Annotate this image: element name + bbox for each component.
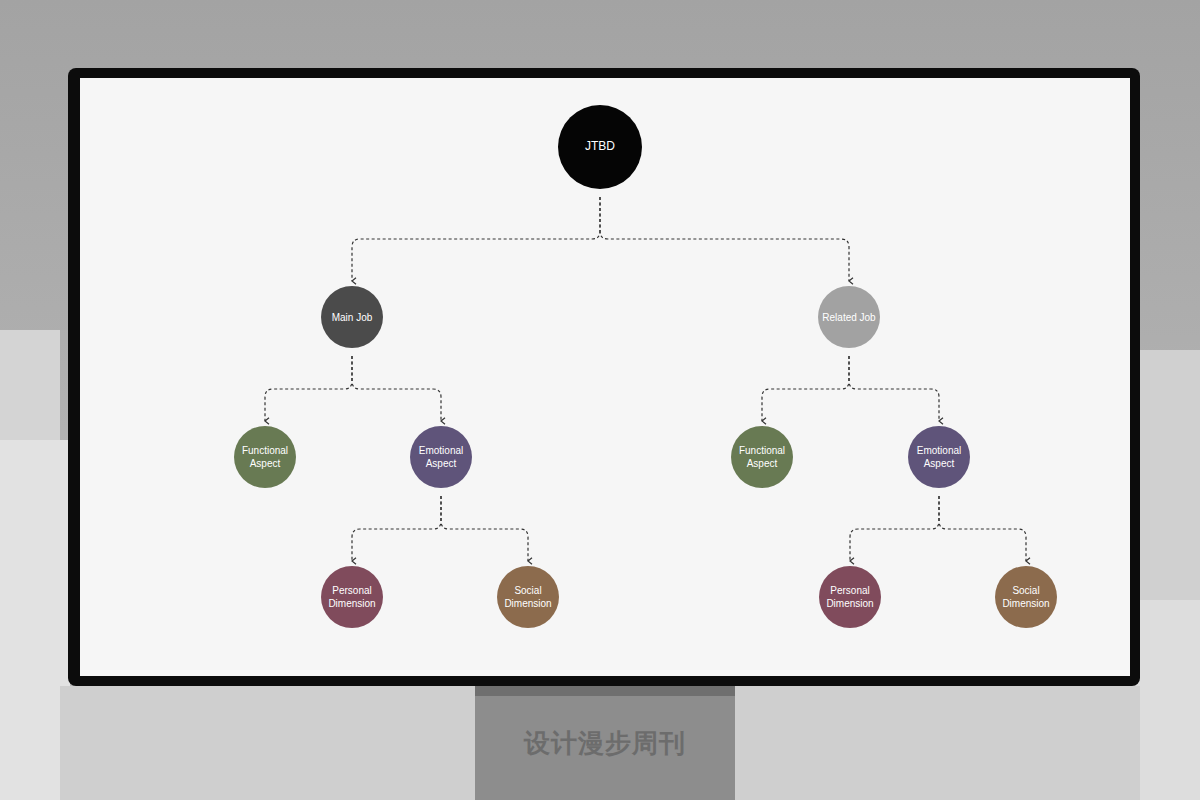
job-circle: Main Job bbox=[321, 286, 383, 348]
node-label: Social Dimension bbox=[999, 584, 1053, 610]
monitor-frame bbox=[68, 68, 1140, 686]
dashed-connector bbox=[850, 496, 939, 561]
dashed-connector bbox=[265, 356, 352, 421]
node-label: Social Dimension bbox=[501, 584, 555, 610]
node-label: Personal Dimension bbox=[823, 584, 877, 610]
node-label: Functional Aspect bbox=[735, 444, 789, 470]
job-circle: Functional Aspect bbox=[731, 426, 793, 488]
job-circle: Social Dimension bbox=[497, 566, 559, 628]
monitor-screen bbox=[80, 78, 1130, 676]
job-circle: Emotional Aspect bbox=[410, 426, 472, 488]
job-circle: Emotional Aspect bbox=[908, 426, 970, 488]
job-circle: JTBD bbox=[558, 105, 642, 189]
back-block bbox=[1130, 600, 1200, 800]
dashed-connector bbox=[352, 197, 600, 281]
dashed-connector bbox=[600, 197, 849, 281]
watermark: 设计漫步周刊 bbox=[475, 726, 735, 761]
job-circle: Personal Dimension bbox=[321, 566, 383, 628]
stand-shadow bbox=[475, 686, 735, 696]
dashed-connector bbox=[762, 356, 849, 421]
node-label: Main Job bbox=[332, 311, 373, 324]
job-circle: Related Job bbox=[818, 286, 880, 348]
node-label: Related Job bbox=[822, 311, 875, 324]
desk-wall bbox=[60, 686, 1140, 800]
dashed-connector bbox=[939, 496, 1026, 561]
job-circle: Social Dimension bbox=[995, 566, 1057, 628]
node-label: JTBD bbox=[585, 139, 615, 155]
node-label: Emotional Aspect bbox=[414, 444, 468, 470]
dashed-connector bbox=[849, 356, 939, 421]
back-block bbox=[0, 440, 70, 800]
monitor-stand bbox=[475, 686, 735, 800]
node-label: Functional Aspect bbox=[238, 444, 292, 470]
dashed-connector bbox=[441, 496, 528, 561]
dashed-connector bbox=[352, 496, 441, 561]
job-circle: Personal Dimension bbox=[819, 566, 881, 628]
job-circle: Functional Aspect bbox=[234, 426, 296, 488]
node-label: Personal Dimension bbox=[325, 584, 379, 610]
watermark-text: 设计漫步周刊 bbox=[475, 726, 735, 761]
dashed-connector bbox=[352, 356, 441, 421]
node-label: Emotional Aspect bbox=[912, 444, 966, 470]
